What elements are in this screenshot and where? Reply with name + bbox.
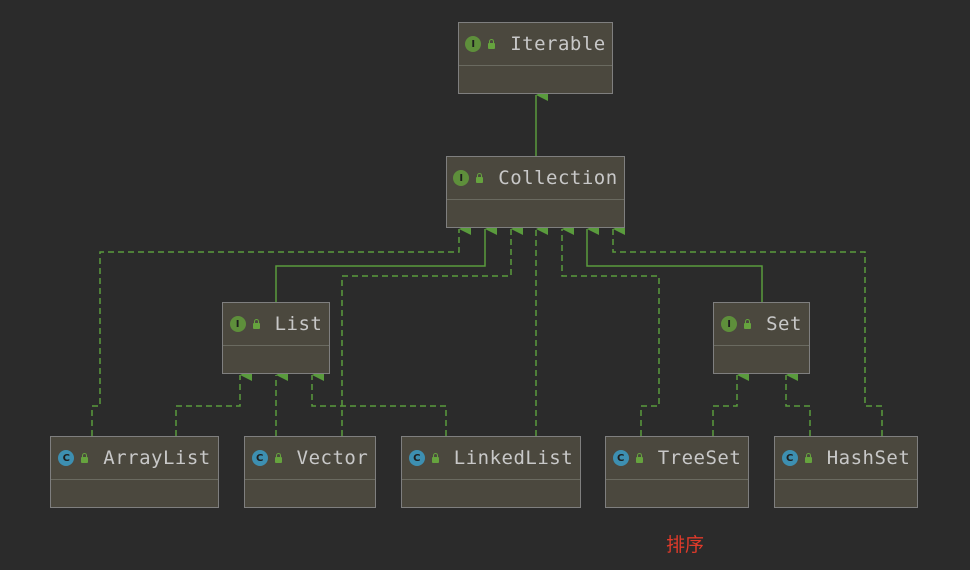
node-linkedlist[interactable]: C LinkedList xyxy=(401,436,581,508)
node-header: C HashSet xyxy=(775,437,917,480)
class-icon: C xyxy=(612,450,629,466)
node-name: TreeSet xyxy=(657,447,742,469)
edge-arraylist-implements-list xyxy=(175,369,252,436)
node-hashset[interactable]: C HashSet xyxy=(774,436,918,508)
interface-icon: I xyxy=(721,316,738,332)
node-name: Collection xyxy=(498,167,618,189)
node-name: HashSet xyxy=(826,447,911,469)
lock-icon xyxy=(431,453,440,463)
edge-treeset-implements-collection xyxy=(561,223,660,436)
class-icon: C xyxy=(408,450,425,466)
class-icon: C xyxy=(58,450,75,466)
node-header: I List xyxy=(223,303,329,346)
edge-vector-implements-collection xyxy=(341,223,523,436)
node-vector[interactable]: C Vector xyxy=(244,436,376,508)
lock-icon xyxy=(487,39,496,49)
interface-icon: I xyxy=(453,170,470,186)
node-name: ArrayList xyxy=(103,447,211,469)
node-header: I Iterable xyxy=(459,23,612,66)
edge-arraylist-implements-collection xyxy=(91,223,471,436)
node-header: C LinkedList xyxy=(402,437,580,480)
lock-icon xyxy=(475,173,484,183)
lock-icon xyxy=(804,453,813,463)
node-set[interactable]: I Set xyxy=(713,302,810,374)
node-header: C Vector xyxy=(245,437,375,480)
node-header: C ArrayList xyxy=(51,437,218,480)
node-header: I Set xyxy=(714,303,809,346)
sorting-note: 排序 xyxy=(666,534,705,556)
node-header: C TreeSet xyxy=(606,437,748,480)
lock-icon xyxy=(252,319,261,329)
node-list[interactable]: I List xyxy=(222,302,330,374)
node-name: Set xyxy=(766,313,802,335)
edge-hashset-implements-collection xyxy=(612,223,883,436)
node-name: Iterable xyxy=(510,33,606,55)
node-treeset[interactable]: C TreeSet xyxy=(605,436,749,508)
node-name: Vector xyxy=(296,447,369,469)
edge-list-extends-collection xyxy=(275,223,497,302)
edge-linkedlist-implements-list xyxy=(311,369,447,436)
class-icon: C xyxy=(781,450,798,466)
node-header: I Collection xyxy=(447,157,624,200)
class-icon: C xyxy=(251,450,268,466)
node-name: List xyxy=(274,313,323,335)
lock-icon xyxy=(743,319,752,329)
node-name: LinkedList xyxy=(453,447,574,469)
edge-set-extends-collection xyxy=(586,223,763,302)
lock-icon xyxy=(635,453,644,463)
edge-hashset-implements-set xyxy=(785,369,811,436)
lock-icon xyxy=(80,453,89,463)
node-iterable[interactable]: I Iterable xyxy=(458,22,613,94)
interface-icon: I xyxy=(465,36,482,52)
edge-treeset-implements-set xyxy=(712,369,749,436)
lock-icon xyxy=(274,453,283,463)
node-arraylist[interactable]: C ArrayList xyxy=(50,436,219,508)
interface-icon: I xyxy=(229,316,246,332)
node-collection[interactable]: I Collection xyxy=(446,156,625,228)
